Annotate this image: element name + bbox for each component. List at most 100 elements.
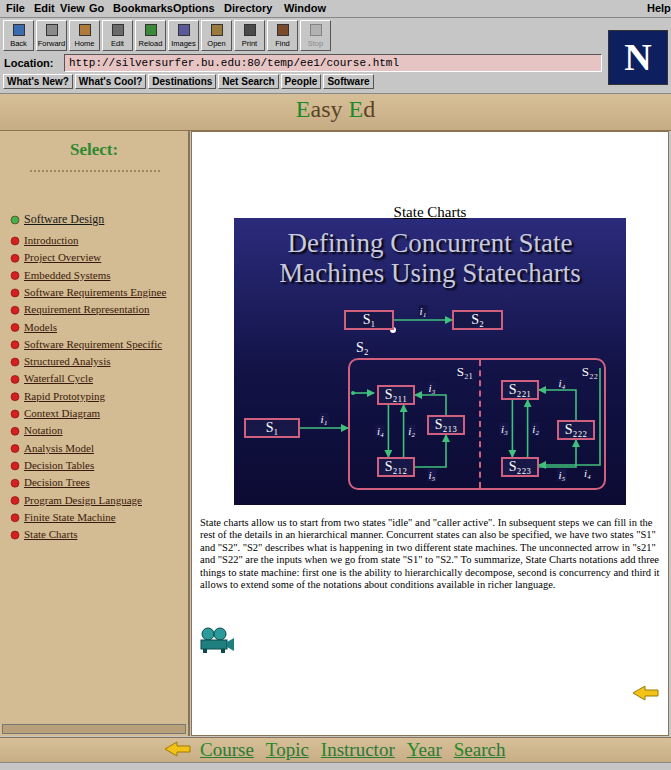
- toolbar-icon: [244, 24, 256, 36]
- button-label: Forward: [32, 39, 71, 48]
- bullet: [11, 289, 19, 297]
- input-label: i₅: [428, 469, 437, 481]
- toolbar-icon: [46, 24, 58, 36]
- bullet: [11, 341, 19, 349]
- url-text: http://silversurfer.bu.edu:80/temp/ee1/c…: [69, 57, 399, 69]
- menu-item: Go: [89, 2, 104, 14]
- menu-item: View: [60, 2, 85, 14]
- transition-arrow: [403, 405, 405, 457]
- directory-button: Destinations: [148, 74, 216, 89]
- state-box: S₂₁₂: [377, 457, 415, 477]
- nav-link: Waterfall Cycle: [24, 372, 93, 384]
- nav-link: Models: [24, 321, 57, 333]
- nav-link: Software Design: [24, 212, 104, 227]
- state-box: S₂₂₃: [501, 457, 539, 477]
- state-name: S₂₂₁: [509, 382, 531, 398]
- toolbar-button: Open: [201, 20, 232, 51]
- menu-item: Help: [647, 2, 671, 14]
- menu-item: Edit: [34, 2, 55, 14]
- bullet: [11, 479, 19, 487]
- input-label: i₂: [531, 423, 540, 435]
- state-name: S₂₁: [457, 364, 473, 379]
- input-label: i₃: [428, 382, 437, 394]
- nav-link: Instructor: [321, 739, 395, 761]
- state-name: S₂₁₁: [385, 387, 407, 403]
- bullet: [11, 393, 19, 401]
- transition-arrow: [539, 390, 576, 420]
- bullet: [11, 324, 19, 332]
- state-name: S₂₂: [582, 364, 598, 379]
- button-label: Home: [65, 39, 104, 48]
- dotted-rule: [30, 170, 160, 172]
- url-field: http://silversurfer.bu.edu:80/temp/ee1/c…: [64, 54, 602, 72]
- bullet: [11, 306, 19, 314]
- input-label: i₁: [419, 305, 428, 317]
- toolbar-button: Find: [267, 20, 298, 51]
- toolbar-button: Images: [168, 20, 199, 51]
- status-bar: [0, 762, 671, 770]
- state-name: S₂: [356, 340, 369, 356]
- input-label: i₄: [376, 425, 385, 437]
- bullet: [11, 410, 19, 418]
- page-title: State Charts: [192, 204, 668, 221]
- nav-link: Program Design Language: [24, 494, 142, 506]
- nav-link: Requirement Representation: [24, 303, 150, 315]
- button-label: Print: [230, 39, 269, 48]
- nav-link: Context Diagram: [24, 407, 100, 419]
- nav-link: Rapid Prototyping: [24, 390, 105, 402]
- nav-link: Decision Trees: [24, 476, 90, 488]
- nav-link: Course: [200, 739, 254, 761]
- input-label: i₄: [584, 467, 591, 479]
- nav-link: Project Overview: [24, 251, 101, 263]
- directory-button: What's New?: [3, 74, 73, 89]
- input-label: i₃: [500, 423, 509, 435]
- nav-link: Introduction: [24, 234, 78, 246]
- bullet: [11, 272, 19, 280]
- projector-icon: [201, 628, 234, 653]
- button-label: Edit: [98, 39, 137, 48]
- button-label: Back: [0, 39, 38, 48]
- state-box: S₂₁₃: [427, 415, 465, 435]
- body-text: State charts allow us to start from two …: [200, 517, 660, 591]
- state-name: S₁: [363, 312, 376, 328]
- transition-arrow: [300, 427, 348, 429]
- nav-link: State Charts: [24, 528, 77, 540]
- transition-arrow: [512, 400, 514, 457]
- button-label: Open: [197, 39, 236, 48]
- superstate-box: S₂S₂₁S₂₁₁S₂₁₃S₂₁₂S₂₂S₂₂₁S₂₂₂S₂₂₃: [348, 358, 606, 490]
- bullet: [11, 497, 19, 505]
- directory-button: People: [281, 74, 322, 89]
- slide-image: Defining Concurrent State Machines Using…: [234, 218, 626, 505]
- bullet: [11, 358, 19, 366]
- input-label: i₁: [320, 413, 329, 425]
- site-name: Easy: [296, 96, 343, 123]
- nav-link: Year: [407, 739, 442, 761]
- directory-button: What's Cool?: [75, 74, 146, 89]
- toolbar-icon: [79, 24, 91, 36]
- shape: [227, 638, 234, 651]
- toolbar-icon: [211, 24, 223, 36]
- shape: [214, 628, 226, 640]
- menu-item: Bookmarks: [113, 2, 173, 14]
- directory-button: Software: [323, 74, 373, 89]
- directory-button: Net Search: [218, 74, 278, 89]
- state-box: S₂: [452, 310, 503, 330]
- input-label: i₂: [407, 425, 416, 437]
- toolbar-button: Edit: [102, 20, 133, 51]
- toolbar-button: Print: [234, 20, 265, 51]
- menu-item: Directory: [224, 2, 272, 14]
- back-arrow: [633, 686, 658, 700]
- bullet: [11, 427, 19, 435]
- toolbar-icon: [178, 24, 190, 36]
- state-name: S₂₂₃: [509, 459, 531, 475]
- state-box: S₂₂₁: [501, 380, 539, 400]
- header-title: EasyEd: [0, 96, 671, 123]
- state-name: S₁: [266, 420, 279, 436]
- menu-item: File: [6, 2, 25, 14]
- shape: [202, 628, 214, 640]
- nav-link: Search: [454, 739, 506, 761]
- bullet: [11, 531, 19, 539]
- bullet: [11, 375, 19, 383]
- back-arrow: [165, 742, 190, 756]
